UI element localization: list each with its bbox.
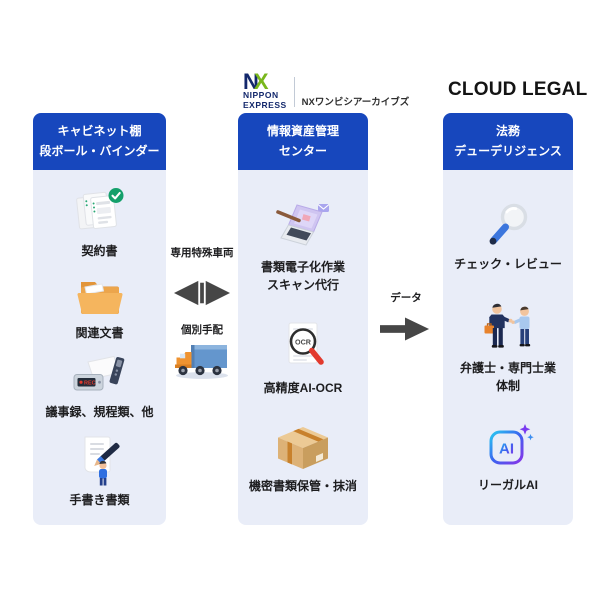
item-label: 関連文書 — [75, 325, 124, 340]
panel-header-center: 情報資産管理 センター — [238, 113, 368, 170]
storage-box-icon — [273, 423, 333, 473]
truck-icon — [173, 340, 231, 380]
ai-badge-text: AI — [499, 440, 514, 457]
item-ai-ocr: OCR 高精度AI-OCR — [263, 321, 343, 397]
panel-information-asset-center: 情報資産管理 センター 書 — [238, 113, 368, 525]
nippon-express-logo: NX NIPPON EXPRESS NXワンビシアーカイブズ — [243, 71, 410, 111]
item-contracts: 契約書 — [73, 186, 127, 260]
header-line: 情報資産管理 — [266, 123, 339, 138]
panel-header-source: キャビネット棚 段ボール・バインダー — [33, 113, 166, 170]
magnifier-icon — [481, 201, 535, 251]
item-lawyers-specialists: 弁護士・専門士業 体制 — [460, 301, 556, 395]
item-related-documents: 関連文書 — [73, 272, 127, 342]
item-minutes-regulations: REC 議事録、規程類、他 — [45, 353, 154, 421]
item-label: チェック・レビュー — [454, 257, 562, 272]
nx-logotype: NX — [243, 71, 287, 93]
item-label: 議事録、規程類、他 — [45, 405, 154, 420]
contract-documents-icon — [73, 186, 127, 238]
item-legal-ai: AI リーガルAI — [478, 422, 538, 494]
header-line: キャビネット棚 — [57, 123, 142, 138]
special-vehicle-label: 専用特殊車両 — [170, 247, 234, 259]
item-label: リーガルAI — [477, 477, 538, 492]
item-label: 弁護士・専門士業 体制 — [459, 360, 556, 393]
panel-legal-due-diligence: 法務 デューデリジェンス チェック・レビュー — [443, 113, 573, 525]
header-line: デューデリジェンス — [454, 143, 562, 158]
nx-nippon-text: NIPPON — [243, 90, 279, 101]
item-handwritten-documents: 手書き書類 — [69, 433, 130, 509]
panel-source-documents: キャビネット棚 段ボール・バインダー — [33, 113, 166, 525]
rec-indicator-text: REC — [84, 381, 96, 387]
ocr-lens-text: OCR — [295, 337, 312, 346]
cloud-legal-logo: CLOUD LEGAL — [448, 79, 588, 100]
ai-ocr-icon: OCR — [277, 321, 329, 375]
individual-arrangement-label: 個別手配 — [181, 324, 223, 336]
item-label: 契約書 — [81, 243, 118, 258]
nx-letter-n: N — [243, 69, 259, 94]
voice-recorder-icon: REC — [69, 353, 129, 399]
panel-header-legal: 法務 デューデリジェンス — [443, 113, 573, 170]
item-label: 手書き書類 — [69, 493, 130, 508]
logo-divider — [293, 76, 295, 107]
item-label: 書類電子化作業 スキャン代行 — [260, 260, 345, 293]
panel-body-legal: チェック・レビュー — [443, 170, 573, 525]
handwritten-doc-icon — [72, 433, 126, 487]
item-label: 高精度AI-OCR — [263, 380, 343, 395]
header-line: 段ボール・バインダー — [39, 143, 160, 158]
item-digitization-scanning: 書類電子化作業 スキャン代行 — [261, 200, 345, 294]
nx-letter-x: X — [253, 69, 269, 94]
panel-body-center: 書類電子化作業 スキャン代行 OCR — [238, 170, 368, 525]
lawyers-icon — [477, 301, 539, 355]
folder-icon — [73, 272, 127, 320]
nx-wanbishi-archives-wordmark: NXワンビシアーカイブズ — [301, 96, 410, 108]
nx-express-text: EXPRESS — [243, 99, 287, 110]
legal-ai-icon: AI — [481, 422, 535, 472]
header-line: センター — [278, 143, 327, 158]
laptop-scan-icon — [273, 200, 333, 254]
item-label: 機密書類保管・抹消 — [248, 478, 357, 493]
bidirectional-arrow-icon — [174, 280, 230, 306]
nx-logo-mark: NX NIPPON EXPRESS — [243, 71, 287, 111]
data-label: データ — [390, 292, 422, 304]
panel-body-source: 契約書 関連文書 — [33, 170, 166, 525]
item-secure-storage: 機密書類保管・抹消 — [249, 423, 357, 495]
header-line: 法務 — [495, 123, 520, 138]
right-arrow-icon — [380, 314, 430, 344]
item-check-review: チェック・レビュー — [454, 201, 562, 273]
